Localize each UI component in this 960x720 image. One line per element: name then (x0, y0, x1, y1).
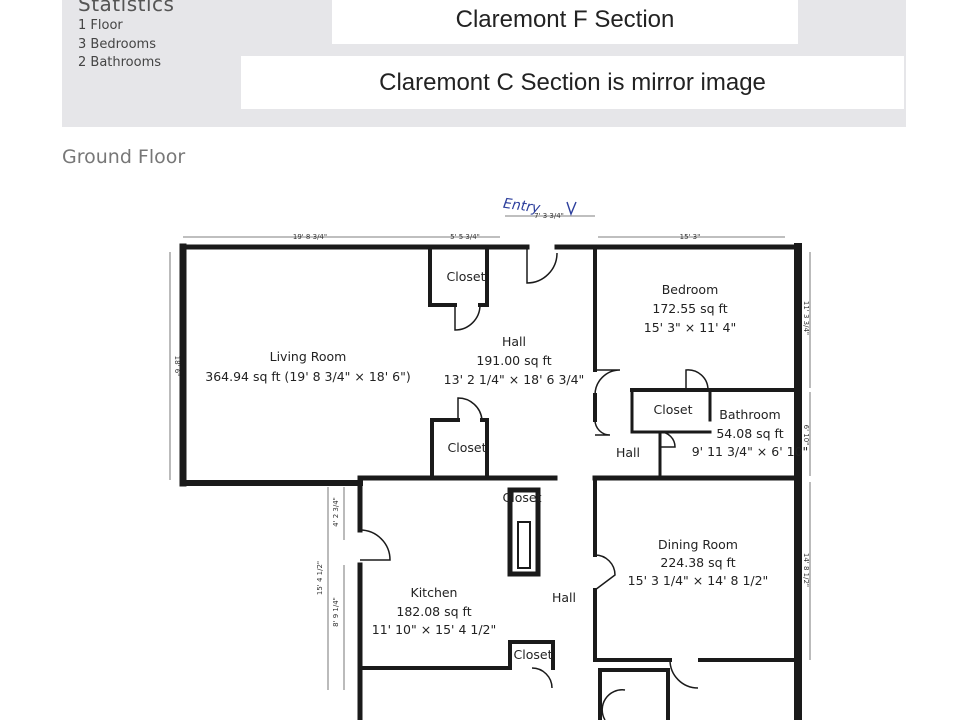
dim-kitchen-upper: 4' 2 3/4" (332, 497, 340, 527)
section-f-label: Claremont F Section (332, 0, 798, 44)
kitchen-area: 182.08 sq ft (396, 604, 471, 619)
dim-living-width: 19' 8 3/4" (293, 233, 327, 241)
bathroom-name: Bathroom (719, 407, 780, 422)
living-room-size: 364.94 sq ft (19' 8 3/4" × 18' 6") (205, 369, 411, 384)
kitchen-door (359, 529, 391, 561)
hall-size: 13' 2 1/4" × 18' 6 3/4" (444, 372, 585, 387)
hall-door (594, 419, 611, 436)
living-room-name: Living Room (270, 349, 347, 364)
hall-name: Hall (502, 334, 526, 349)
hall-area: 191.00 sq ft (476, 353, 551, 368)
kitchen-name: Kitchen (411, 585, 458, 600)
bath-closet-door (685, 369, 709, 391)
lower-door (669, 659, 699, 689)
section-f-text: Claremont F Section (455, 6, 675, 33)
dim-kitchen-lower: 8' 9 1/4" (332, 597, 340, 627)
bedroom-size: 15' 3" × 11' 4" (644, 320, 736, 335)
dining-room-size: 15' 3 1/4" × 14' 8 1/2" (628, 573, 769, 588)
section-c-label: Claremont C Section is mirror image (241, 56, 904, 109)
closet-kitchen-door (531, 667, 553, 689)
bedroom-name: Bedroom (662, 282, 719, 297)
hall-lower-label: Hall (552, 590, 576, 605)
dim-bedroom-width: 15' 3" (680, 233, 701, 241)
kitchen-size: 11' 10" × 15' 4 1/2" (372, 622, 497, 637)
closet-lower-label: Closet (514, 647, 553, 662)
closet-top-label: Closet (447, 269, 486, 284)
dining-door (594, 554, 616, 591)
closet-bottom-walls (598, 668, 670, 720)
dim-living-depth: 18' 6" (173, 356, 181, 377)
dining-room-name: Dining Room (658, 537, 738, 552)
entry-annotation: Entry (502, 196, 542, 217)
stat-floors: 1 Floor (78, 18, 123, 33)
entry-door (526, 247, 558, 284)
closet-stack-label: Closet (503, 490, 542, 505)
bath-door (659, 431, 676, 448)
entry-arrow-icon (566, 201, 577, 216)
bedroom-area: 172.55 sq ft (652, 301, 727, 316)
hall-small-label: Hall (616, 445, 640, 460)
closet-top-door (454, 304, 481, 331)
floor-title: Ground Floor (62, 146, 186, 168)
closet-mid-label: Closet (448, 440, 487, 455)
stat-bathrooms: 2 Bathrooms (78, 55, 162, 70)
closet-kitchen-walls (508, 640, 555, 670)
dim-entry-width: 7' 3 3/4" (534, 212, 564, 220)
stat-bedrooms: 3 Bedrooms (78, 37, 156, 52)
dim-kitchen-total: 15' 4 1/2" (316, 561, 324, 595)
section-c-text: Claremont C Section is mirror image (379, 69, 766, 96)
dim-bedroom-depth: 11' 3 3/4" (802, 301, 810, 335)
closet-mid-walls (430, 418, 460, 480)
chimney-stack (507, 487, 541, 577)
bedroom-door (594, 369, 621, 396)
statistics-title: Statistics (78, 0, 175, 16)
closet-bath-label: Closet (654, 402, 693, 417)
dining-room-area: 224.38 sq ft (660, 555, 735, 570)
closet-mid-door (457, 397, 483, 421)
chimney-inner (517, 521, 531, 569)
closet-top-walls (428, 245, 457, 307)
dim-bath-depth: 6' 10" (802, 425, 810, 446)
bathroom-area: 54.08 sq ft (716, 426, 783, 441)
dim-dining-depth: 14' 8 1/2" (802, 553, 810, 587)
dim-closet-width: 5' 5 3/4" (450, 233, 480, 241)
closet-bottom-door (601, 689, 626, 720)
bathroom-size: 9' 11 3/4" × 6' 10" (692, 444, 809, 459)
